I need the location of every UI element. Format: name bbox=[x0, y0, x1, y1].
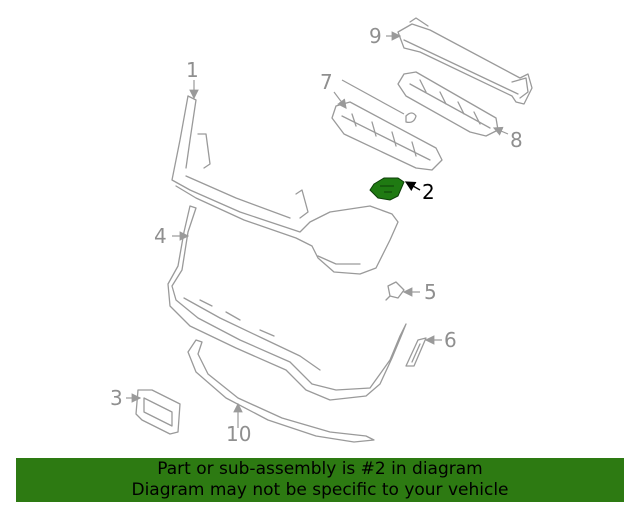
part-5-sensor bbox=[385, 281, 420, 301]
banner-line-disclaimer: Diagram may not be specific to your vehi… bbox=[131, 480, 509, 500]
callout-5: 5 bbox=[424, 280, 437, 304]
callout-7: 7 bbox=[320, 70, 333, 94]
part-notice-banner: Part or sub-assembly is #2 in diagram Di… bbox=[16, 458, 624, 502]
parts-diagram bbox=[126, 17, 533, 443]
callout-10: 10 bbox=[226, 422, 252, 446]
part-6-side-bracket bbox=[405, 335, 442, 367]
part-3-license-bracket bbox=[126, 389, 181, 435]
part-10-trim-molding bbox=[187, 339, 375, 443]
callout-1: 1 bbox=[186, 58, 199, 82]
callout-3: 3 bbox=[110, 386, 123, 410]
callout-6: 6 bbox=[444, 328, 457, 352]
part-4-lower-fascia bbox=[167, 205, 407, 401]
part-8-absorber bbox=[397, 71, 509, 137]
part-2-bracket bbox=[369, 177, 421, 201]
callout-4: 4 bbox=[154, 224, 167, 248]
callout-9: 9 bbox=[369, 24, 382, 48]
part-9-reinforcement-bar bbox=[386, 17, 533, 105]
banner-line-part-number: Part or sub-assembly is #2 in diagram bbox=[157, 459, 483, 479]
callout-2: 2 bbox=[422, 180, 435, 204]
callout-8: 8 bbox=[510, 128, 523, 152]
part-7-grille bbox=[331, 79, 443, 171]
part-1-upper-fascia bbox=[171, 80, 399, 275]
